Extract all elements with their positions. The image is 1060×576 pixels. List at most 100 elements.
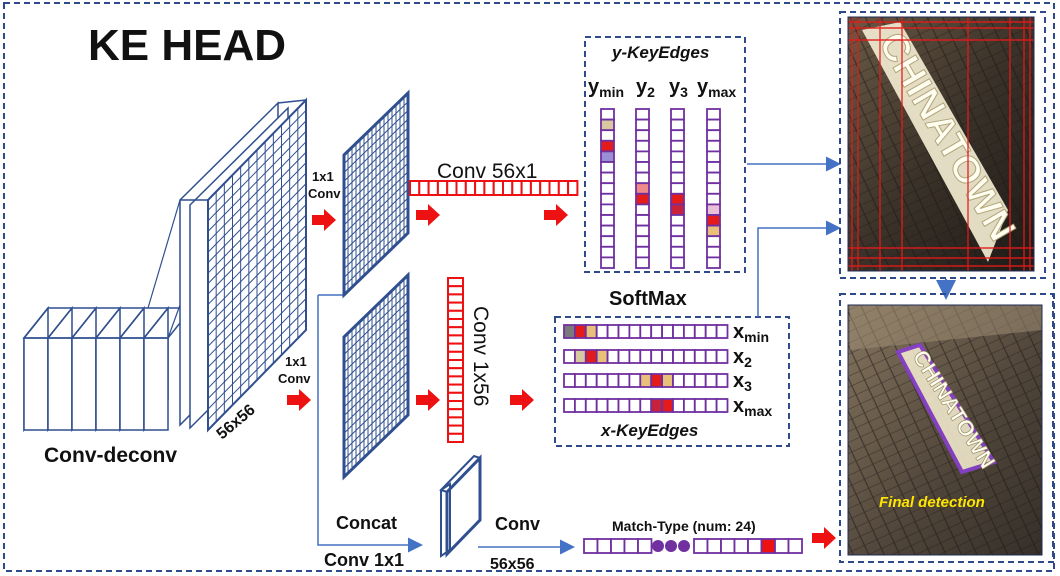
y-cell bbox=[635, 214, 650, 227]
y-cell bbox=[600, 129, 615, 142]
detection-polygon bbox=[895, 342, 998, 475]
bar-cell bbox=[447, 391, 464, 402]
bar-cell bbox=[447, 408, 464, 419]
x-cell bbox=[661, 398, 674, 413]
x-cell bbox=[639, 324, 653, 339]
conv-slab-face bbox=[95, 337, 121, 431]
bar-cell bbox=[447, 424, 464, 435]
y-cell bbox=[670, 192, 685, 206]
feature-map-top bbox=[342, 89, 410, 299]
grid-line bbox=[343, 335, 409, 399]
conv-bottom-label: Conv bbox=[495, 514, 540, 534]
y-cell bbox=[670, 161, 685, 174]
grid-line bbox=[343, 318, 409, 382]
x-cell bbox=[661, 373, 674, 388]
bar-cell bbox=[447, 350, 464, 361]
conv-deconv-label: Conv-deconv bbox=[44, 444, 177, 467]
x-row-label: xmin bbox=[733, 321, 769, 345]
red-arrow bbox=[544, 204, 568, 226]
y-cell bbox=[706, 108, 721, 121]
y-cell bbox=[706, 235, 721, 248]
x-cell bbox=[628, 349, 642, 364]
x-cell bbox=[683, 349, 696, 364]
photo-top: CHINATOWN bbox=[848, 17, 1034, 271]
y-cell bbox=[635, 192, 650, 206]
y-cell bbox=[706, 139, 721, 153]
match-cell bbox=[733, 538, 749, 554]
y-cell bbox=[706, 224, 721, 238]
bar-cell bbox=[447, 326, 464, 337]
x-cell bbox=[563, 324, 576, 339]
y-cell bbox=[670, 256, 685, 269]
ellipsis-dot bbox=[678, 540, 690, 552]
y-keyedges-title: y-KeyEdges bbox=[611, 43, 709, 62]
grid-line bbox=[343, 110, 409, 173]
y-cell bbox=[706, 203, 721, 216]
y-cell bbox=[635, 203, 650, 216]
bar-cell bbox=[520, 180, 532, 196]
grid-line bbox=[343, 223, 409, 287]
red-arrow bbox=[812, 527, 836, 549]
y-cell bbox=[670, 171, 685, 185]
grid-line bbox=[343, 379, 409, 443]
bar-cell bbox=[483, 180, 495, 196]
x-cell bbox=[715, 398, 729, 413]
x-cell bbox=[584, 324, 598, 339]
grid-line bbox=[343, 283, 409, 347]
grid-line bbox=[343, 171, 409, 235]
match-type-label: Match-Type (num: 24) bbox=[612, 518, 756, 534]
bar-cell bbox=[492, 180, 505, 196]
bar-cell bbox=[539, 180, 551, 196]
y-cell bbox=[600, 150, 615, 163]
y-columns bbox=[600, 108, 721, 269]
y-column-header: ymin bbox=[588, 76, 624, 100]
grid-line bbox=[343, 118, 409, 182]
x-cell bbox=[574, 324, 587, 339]
photo-bottom: CHINATOWN Final detection bbox=[848, 305, 1042, 555]
x-cell bbox=[574, 373, 587, 388]
conv-56x1-bar bbox=[409, 180, 579, 196]
x-cell bbox=[715, 349, 729, 364]
bar-cell bbox=[446, 180, 458, 196]
bar-cell bbox=[502, 180, 514, 196]
y-cell bbox=[635, 161, 650, 174]
red-arrow bbox=[287, 389, 311, 411]
y-cell bbox=[706, 214, 721, 227]
bar-cell bbox=[447, 400, 464, 411]
y-cell bbox=[635, 150, 650, 163]
deconv-grid-line bbox=[207, 214, 307, 316]
y-cell bbox=[600, 245, 615, 259]
grid-line bbox=[343, 300, 409, 364]
deconv-grid-line bbox=[207, 235, 307, 337]
y-cell bbox=[635, 182, 650, 195]
deconv-grid-line bbox=[207, 277, 307, 379]
bar-cell bbox=[447, 293, 464, 304]
x-cell bbox=[617, 349, 631, 364]
photo-top-frame bbox=[839, 11, 1046, 279]
x-cell bbox=[563, 349, 576, 364]
bar-cell bbox=[557, 180, 570, 196]
x-cell bbox=[584, 398, 598, 413]
x-cell bbox=[704, 349, 718, 364]
bar-cell bbox=[447, 342, 464, 353]
size-56x56-bottom-label: 56x56 bbox=[490, 556, 535, 573]
conv-slab-edge bbox=[95, 307, 121, 339]
y-cell bbox=[706, 171, 721, 185]
y-cell bbox=[706, 182, 721, 195]
bar-cell bbox=[427, 180, 439, 196]
x-cell bbox=[584, 373, 598, 388]
x-cell bbox=[606, 349, 620, 364]
bar-cell bbox=[447, 416, 464, 427]
bar-cell bbox=[447, 334, 464, 345]
x-cell bbox=[683, 373, 696, 388]
conv-deconv-stack bbox=[22, 305, 194, 433]
softmax-label: SoftMax bbox=[609, 288, 687, 310]
concat-slab bbox=[439, 454, 482, 558]
grid-line bbox=[343, 101, 409, 165]
match-cell bbox=[596, 538, 612, 554]
deconv-grid-line bbox=[207, 319, 307, 420]
x-cell bbox=[628, 373, 642, 388]
y-cell bbox=[600, 182, 615, 195]
x-cell bbox=[574, 349, 587, 364]
x-cell bbox=[650, 373, 664, 388]
